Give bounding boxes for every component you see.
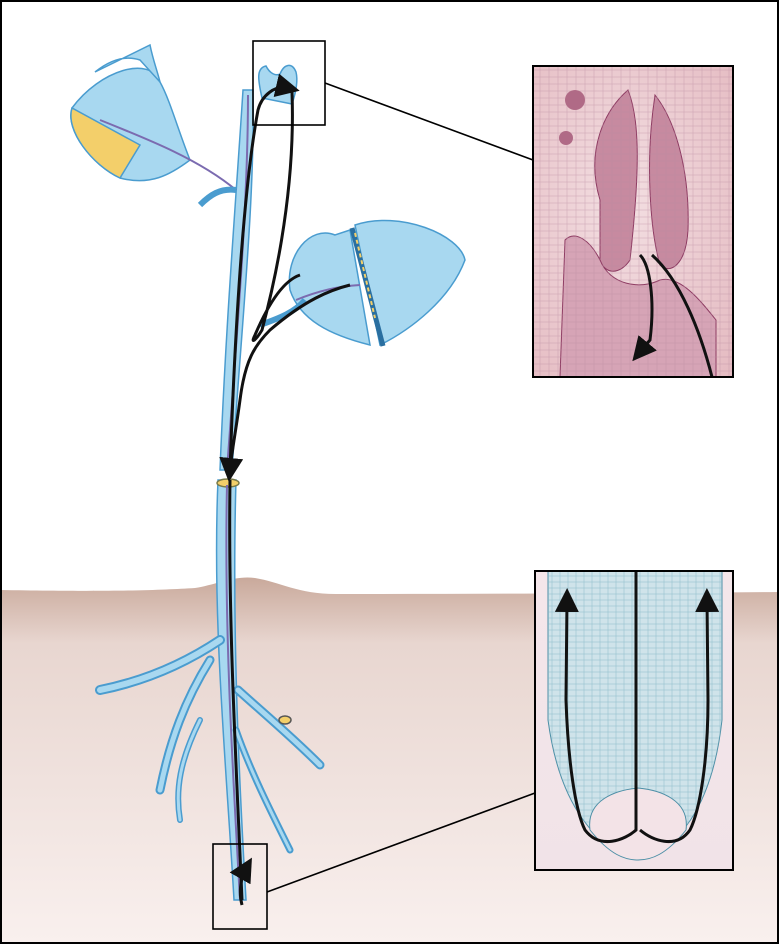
debris-2 xyxy=(559,131,573,145)
root-cross-section xyxy=(279,716,291,724)
shoot-cell-texture xyxy=(533,66,733,377)
root-tip-micrograph xyxy=(535,571,733,870)
stem-cross-section xyxy=(217,479,239,487)
debris-1 xyxy=(565,90,585,110)
shoot-apex-micrograph xyxy=(533,66,733,377)
